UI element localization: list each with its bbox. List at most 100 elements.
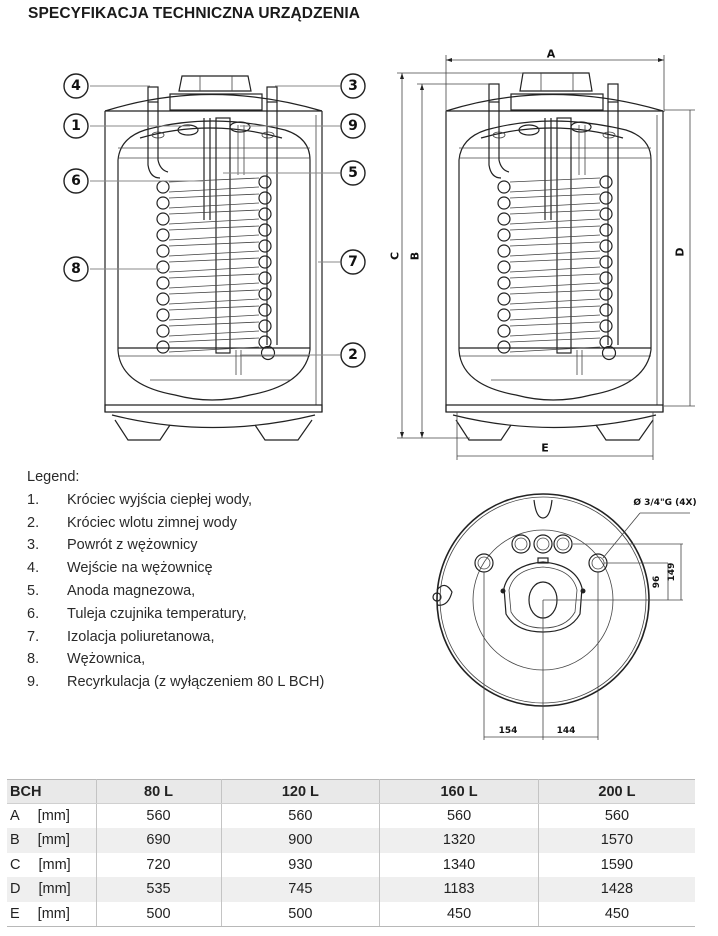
coil-tube: [509, 337, 601, 343]
dimension-label-c: C: [389, 252, 402, 260]
coil-tube: [509, 298, 601, 305]
table-cell: 1183: [379, 877, 539, 902]
coil-turn: [156, 244, 170, 258]
dimension-label-d: D: [674, 247, 687, 256]
coil-tube: [509, 186, 601, 193]
dimension-a: A: [445, 48, 665, 112]
coil-turn: [599, 191, 613, 205]
coil-turn: [599, 255, 613, 269]
legend-item: 6.Tuleja czujnika temperatury,: [27, 603, 324, 626]
coil-turn: [258, 255, 272, 269]
coil-tube: [509, 177, 601, 183]
legend-item-number: 8.: [27, 651, 40, 668]
page-title: SPECYFIKACJA TECHNICZNA URZĄDZENIA: [28, 5, 361, 22]
legend-item-text: Króciec wyjścia ciepłej wody,: [67, 491, 253, 508]
dimension-letter: B: [10, 832, 20, 849]
unit-label: [mm]: [38, 881, 71, 898]
heating-coil: [156, 175, 276, 361]
callout-6: 6: [63, 168, 205, 194]
legend-item-number: 4.: [27, 560, 40, 577]
coil-turn: [258, 207, 272, 221]
legend-item-number: 9.: [27, 674, 40, 691]
coil-turn: [258, 287, 272, 301]
row-header: A[mm]: [7, 803, 97, 828]
coil-tube: [509, 257, 601, 263]
top-view-body: [432, 493, 650, 707]
callout-label: 8: [71, 261, 81, 277]
dimension-letter: C: [10, 856, 21, 873]
coil-turn: [599, 319, 613, 333]
coil-turn: [497, 276, 511, 290]
dimension-label-b: B: [409, 252, 422, 260]
coil-tube: [509, 273, 601, 279]
table-cell: 535: [96, 877, 222, 902]
legend-item: 3.Powrót z wężownicy: [27, 534, 324, 557]
coil-turn: [497, 340, 511, 354]
table-cell: 450: [379, 901, 539, 927]
legend-item: 2.Króciec wlotu zimnej wody: [27, 512, 324, 535]
callout-1: 1: [63, 113, 190, 139]
callout-label: 6: [71, 173, 81, 189]
coil-tube: [168, 186, 260, 193]
coil-tube: [168, 209, 260, 215]
legend: Legend: 1. Króciec wyjścia ciepłej wody, 2…: [27, 466, 324, 694]
table-cell: 1320: [379, 828, 539, 853]
callout-9: 9: [240, 113, 366, 139]
callout-label: 2: [348, 347, 358, 363]
coil-turn: [156, 228, 170, 242]
coil-turn: [156, 276, 170, 290]
coil-tube: [509, 202, 601, 209]
row-header: C[mm]: [7, 852, 97, 877]
dimension-154: 154: [499, 726, 518, 736]
coil-turn: [156, 340, 170, 354]
coil-turn: [497, 292, 511, 306]
coil-tube: [168, 202, 260, 209]
coil-turn: [258, 303, 272, 317]
table-header-row: BCH 80 L 120 L 160 L 200 L: [7, 779, 695, 804]
dimension-96: 96: [652, 576, 662, 589]
dimension-c: C: [389, 72, 540, 439]
legend-item-number: 1.: [27, 491, 40, 508]
coil-tube: [168, 330, 260, 337]
coil-tube: [509, 266, 601, 273]
table-cell: 1570: [538, 828, 695, 853]
coil-tube: [509, 321, 601, 327]
legend-item: 9.Recyrkulacja (z wyłączeniem 80 L BCH): [27, 671, 324, 694]
dimension-144: 144: [557, 726, 576, 736]
table-cell: 1590: [600, 856, 634, 873]
boiler-section-diagram: 4 1 6 8 3 9 5 7 2: [63, 48, 695, 460]
table-cell: 500: [96, 901, 222, 927]
boiler-body-right: [445, 72, 664, 441]
callout-7: 7: [318, 249, 366, 275]
boiler-body-left: [104, 75, 323, 441]
legend-item-number: 6.: [27, 605, 40, 622]
coil-tube: [168, 225, 260, 231]
row-header: D[mm]: [7, 877, 97, 902]
table-cell: 560: [221, 803, 381, 828]
coil-turn: [156, 324, 170, 338]
table-header-cell: 80 L: [96, 779, 222, 804]
coil-turn: [258, 223, 272, 237]
legend-item: 1. Króciec wyjścia ciepłej wody,: [27, 489, 324, 512]
legend-title: Legend:: [27, 469, 80, 485]
coil-turn: [599, 175, 613, 189]
coil-tube: [168, 305, 260, 311]
coil-turn: [156, 308, 170, 322]
table-cell: 745: [221, 877, 381, 902]
legend-list: 1. Króciec wyjścia ciepłej wody, 2.Króciec…: [27, 489, 324, 694]
coil-turn: [258, 191, 272, 205]
callout-label: 9: [348, 118, 358, 134]
legend-item-text: Powrót z wężownicy: [67, 537, 198, 554]
top-view-dimensions: 96 149 154 144 Ø 3/4"G (4X): [483, 497, 697, 740]
thread-size-label: Ø 3/4"G (4X): [633, 497, 696, 508]
table-header-cell: BCH: [7, 779, 97, 804]
coil-tube: [509, 193, 601, 199]
coil-tube: [168, 257, 260, 263]
dimension-letter: A: [10, 808, 20, 824]
legend-item-text: Anoda magnezowa,: [67, 582, 196, 599]
coil-tube: [509, 218, 601, 225]
